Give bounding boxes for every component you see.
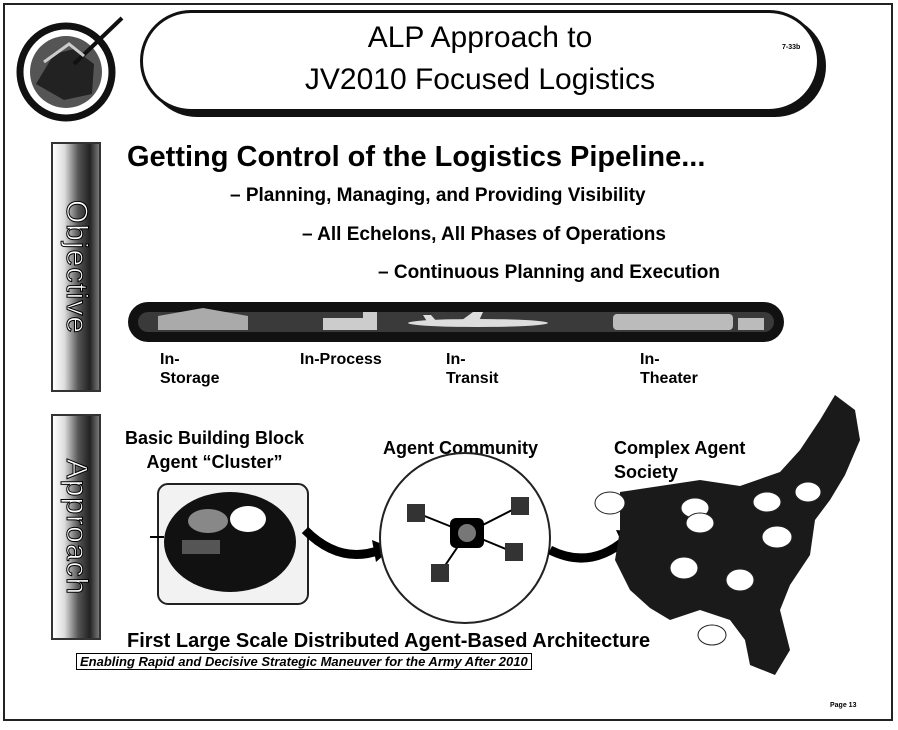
objective-headline: Getting Control of the Logistics Pipelin…: [127, 141, 706, 173]
agent-community-label: Agent Community: [383, 438, 538, 458]
objective-point-2: – All Echelons, All Phases of Operations: [302, 224, 666, 245]
title-box: ALP Approach to JV2010 Focused Logistics: [140, 10, 820, 112]
warehouse-icon: [158, 308, 248, 330]
approach-tab-label: Approach: [60, 458, 94, 596]
slide-code: 7-33b: [782, 44, 801, 51]
army-seal-logo: [16, 16, 124, 122]
pipeline-vehicles-image: [138, 308, 774, 332]
objective-point-1: – Planning, Managing, and Providing Visi…: [230, 185, 646, 206]
approach-diagram: [150, 395, 860, 675]
stage-in-theater: In-Theater: [640, 351, 698, 387]
objective-tab-label: Objective: [60, 199, 94, 335]
arrow-2: [547, 536, 628, 563]
stage-in-transit: In-Transit: [446, 351, 499, 387]
slide-frame: [3, 3, 893, 721]
title-line-2: JV2010 Focused Logistics: [304, 63, 656, 96]
approach-tab: Approach: [51, 414, 101, 640]
approach-summary: First Large Scale Distributed Agent-Base…: [127, 630, 651, 652]
agent-cluster-icon: [150, 483, 309, 605]
objective-tab: Objective: [51, 142, 101, 392]
page-number: Page 13: [830, 702, 857, 709]
stage-in-process: In-Process: [300, 351, 382, 368]
objective-point-3: – Continuous Planning and Execution: [378, 262, 721, 283]
arrow-1: [301, 526, 382, 559]
footer-tagline: Enabling Rapid and Decisive Strategic Ma…: [76, 653, 532, 670]
logistics-pipeline: [128, 302, 784, 342]
train-icon: [613, 314, 764, 330]
stage-in-storage: In-Storage: [160, 351, 220, 387]
title-line-1: ALP Approach to: [367, 21, 593, 54]
us-map-agent-society: [594, 395, 860, 675]
truck-icon: [323, 312, 377, 330]
airplane-icon: [408, 312, 548, 327]
agent-community-icon: [379, 452, 551, 624]
